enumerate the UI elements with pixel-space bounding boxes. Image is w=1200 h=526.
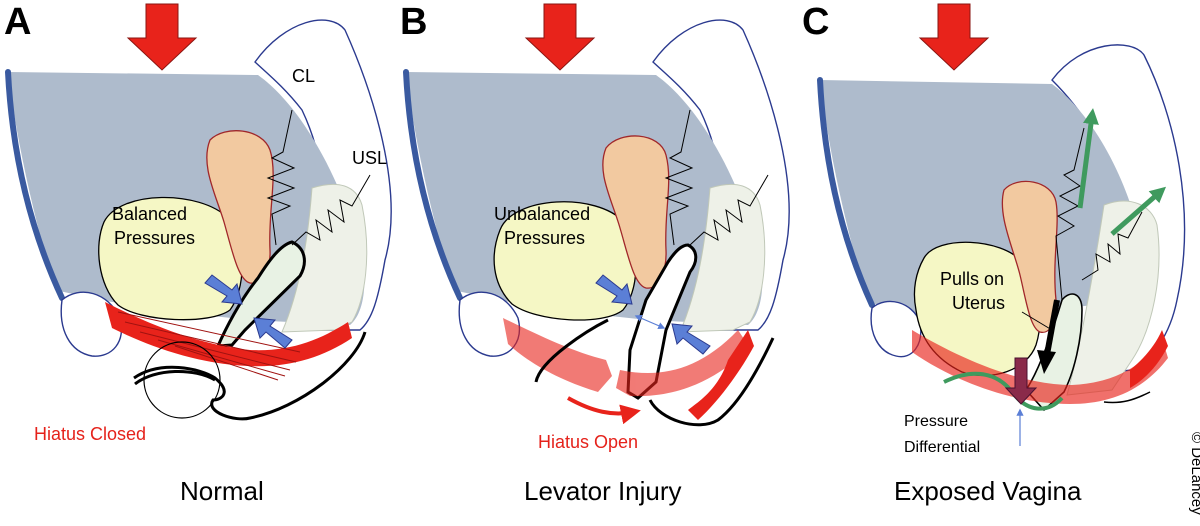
panel-letter-b: B [400, 1, 427, 43]
bladder [98, 196, 243, 321]
rectum [1066, 200, 1160, 396]
hiatus-label: Hiatus Open [538, 432, 638, 452]
green-arrow-icon [1077, 108, 1099, 209]
panel-c: C Pulls on Uterus Pressure Differential … [802, 1, 1186, 506]
green-arrow-icon [1110, 186, 1167, 236]
pressure-label-line2: Pressures [114, 228, 195, 248]
usl-label: USL [352, 148, 387, 168]
levator-muscle [912, 330, 1168, 404]
levator-muscle [105, 302, 352, 381]
gap-arrow [634, 314, 666, 330]
caption-a: Normal [180, 476, 264, 506]
down-arrow-icon [524, 3, 596, 71]
panel-a: A CL USL Balanced Pressures Hiatus Close… [4, 1, 391, 506]
down-arrow-icon [126, 3, 198, 71]
cardinal-ligament-spring [266, 109, 296, 246]
panel-b: B Unbalanced Pressures Hiatus Open Levat… [400, 1, 789, 506]
pressure-label-line1: Unbalanced [494, 204, 590, 224]
cardinal-ligament-spring [664, 109, 694, 246]
blue-arrow-icon [595, 274, 633, 305]
down-arrow-icon [918, 3, 990, 71]
panel-letter-a: A [4, 1, 31, 43]
pulls-label-line2: Uterus [952, 293, 1005, 313]
diff-label-line2: Differential [904, 439, 980, 456]
hiatus-circle [143, 341, 221, 419]
pulls-label-line1: Pulls on [940, 269, 1004, 289]
caption-c: Exposed Vagina [894, 476, 1082, 506]
blue-arrow-icon [253, 317, 293, 349]
vagina [215, 240, 306, 348]
panel-letter-c: C [802, 1, 829, 43]
hiatus-label: Hiatus Closed [34, 424, 146, 444]
uterosacral-ligament-spring [689, 174, 769, 246]
caption-b: Levator Injury [524, 476, 682, 506]
copyright-notice: © DeLancey [1188, 432, 1200, 515]
uterosacral-ligament-spring [291, 174, 371, 246]
hiatus-open-arrow [567, 396, 641, 425]
blue-arrow-icon [671, 323, 711, 355]
bladder [493, 201, 637, 321]
diff-label-line1: Pressure [904, 413, 968, 430]
pressure-differential-arrow [1004, 357, 1038, 405]
cl-label: CL [292, 66, 315, 86]
blue-arrow-icon [204, 274, 243, 305]
pressure-label-line1: Balanced [112, 204, 187, 224]
pressure-label-line2: Pressures [504, 228, 585, 248]
